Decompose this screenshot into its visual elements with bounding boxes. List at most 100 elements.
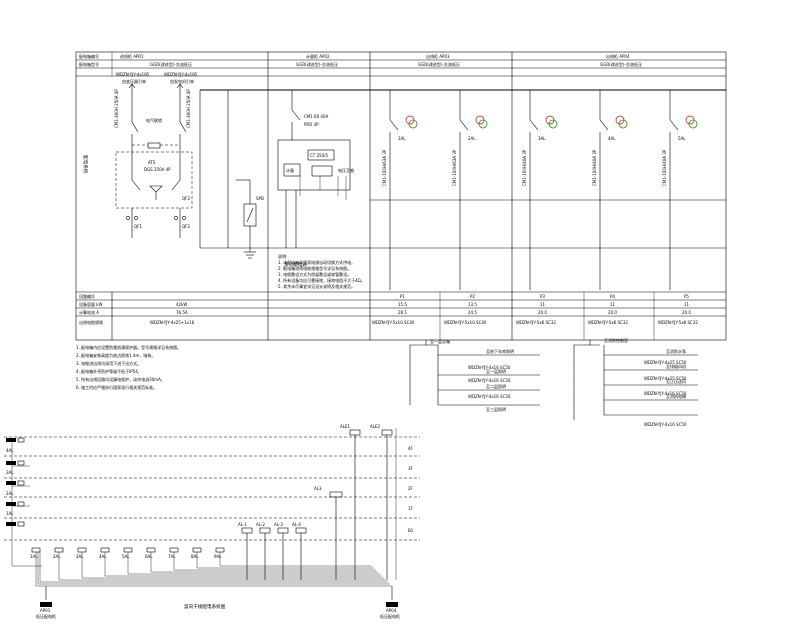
- feeder-rating: CM1-100H/63A 3P: [382, 149, 387, 186]
- lower-boxes: AL-1 AL-2 AL-3 AL-4: [238, 522, 307, 580]
- footnotes: 1. 配电箱内应设置防雷浪涌保护器，型号规格详见系统图。 2. 配电箱安装高度为…: [76, 344, 181, 390]
- source-left-box: [40, 602, 52, 607]
- row-label: 回路编号: [79, 293, 95, 299]
- feeder-rating: CM1-100H/40A 3P: [522, 149, 527, 186]
- footnote-line: 3. 电缆进出线均采用下进下出方式。: [76, 360, 141, 366]
- row-box-label: 1AL: [30, 554, 38, 559]
- bottom-schedule: 回路编号 设备容量 kW 计算电流 A 出线电缆规格 42kW 76.5A WD…: [76, 291, 726, 340]
- row-box-label: 2AL: [53, 554, 61, 559]
- footnote-line: 2. 配电箱安装高度为底边距地1.4m，暗装。: [76, 352, 155, 358]
- note-line: 3. 电缆敷设方式为桥架敷设或穿管敷设。: [278, 271, 351, 277]
- floor-label: B1: [408, 528, 414, 533]
- row-box-label: 9AL: [214, 554, 222, 559]
- row-box-label: 5AL: [122, 554, 130, 559]
- ats-tag: QF2: [182, 196, 190, 201]
- incoming-cable: WDZN-YJY-4x185: [116, 72, 150, 77]
- outgoing-feeders: 1AL CM1-100H/63A 3P 2AL CM1-100H/63A 3P …: [382, 90, 698, 290]
- source-right-label: 低压配电柜: [380, 613, 400, 619]
- tail-feed: 至地下车库照明: [486, 348, 514, 354]
- row-label: 出线电缆规格: [79, 319, 103, 325]
- tail-right: 至消防控制室 至消防水泵 WDZN-YJY-4x25 SC50 至排烟风机 WD…: [573, 337, 698, 427]
- cell-kw: 13.5: [468, 302, 477, 307]
- note-line: 1. 本配电箱采用双电源自动切换方式供电。: [278, 259, 355, 265]
- col-model: GGD(改进型)-交流低压: [296, 61, 338, 67]
- breaker-id: QF2: [182, 224, 190, 229]
- header-row-label: 配电箱型号: [79, 61, 99, 67]
- tail-feed: 至消防电梯: [666, 393, 686, 399]
- feeder-rating: CM1-100H/63A 3P: [452, 149, 457, 186]
- col-model: GGD(改进型)-交流低压: [418, 61, 460, 67]
- meter-box-sub: 计量: [286, 167, 294, 173]
- row-label: 设备容量 kW: [79, 301, 103, 307]
- cell-kw: 11: [610, 302, 616, 307]
- panel-notes: 说明: 1. 本配电箱采用双电源自动切换方式供电。 2. 配电箱进线电缆规格型号…: [278, 253, 365, 289]
- header-row-label: 配电箱编号: [79, 53, 99, 59]
- mid-box-label: AL3: [314, 486, 322, 491]
- floor-lines: [4, 428, 420, 580]
- incoming-cable: WDZN-YJY-4x185: [164, 72, 198, 77]
- row-box-label: 7AL: [168, 554, 176, 559]
- ats-label: ATS: [148, 160, 156, 165]
- riser-caption: 竖向干线配电系统图: [184, 603, 226, 610]
- floor-label: 3F: [408, 466, 414, 471]
- feeder-5: 5AL CM1-100H/40A 3P: [662, 90, 698, 290]
- tail-title: 至消防控制室: [604, 337, 628, 343]
- col-name: 出线柜 AP03: [426, 53, 450, 59]
- row-box-label: 4AL: [99, 554, 107, 559]
- cell-cable: WDZN-YJY-5x10 SC40: [372, 320, 415, 325]
- col-name: 进线柜 AP01: [120, 53, 144, 59]
- tail-cable: WDZN-YJY-4x25 SC50: [644, 376, 687, 381]
- tail-feed: 至二层照明: [486, 383, 506, 389]
- footnote-line: 6. 施工时应严格执行国家现行相关规范标准。: [76, 384, 157, 390]
- row-label: 计算电流 A: [79, 309, 99, 315]
- tail-cable: WDZN-YJY-4x16 SC50: [468, 394, 511, 399]
- col-model: GGD(改进型)-交流低压: [150, 61, 192, 67]
- cell-circuit: P5: [684, 294, 689, 299]
- cell-ia: 24.5: [468, 310, 477, 315]
- source-right-id: AP04: [386, 608, 397, 613]
- left-box-label: 1AL: [6, 511, 14, 516]
- note-line: 2. 配电箱进线电缆规格型号详见系统图。: [278, 265, 351, 271]
- footnote-line: 1. 配电箱内应设置防雷浪涌保护器，型号规格详见系统图。: [76, 344, 181, 350]
- meter-breaker-rating: CM1 60 40A: [304, 114, 329, 119]
- col-name: 计量柜 AP02: [306, 53, 330, 59]
- cell-circuit: P4: [610, 294, 615, 299]
- tail-feed: 至排烟风机: [666, 363, 686, 369]
- footnote-line: 5. 所有出线回路均设漏电保护，动作电流30mA。: [76, 376, 165, 382]
- cell-kw: 11: [540, 302, 546, 307]
- cell-ia: 20.0: [682, 310, 691, 315]
- note-line: 5. 其余未尽事宜详见设计说明及相关规范。: [278, 283, 355, 289]
- source-right-box: [386, 602, 398, 607]
- meter-box-title-main: 多功能电表: [284, 261, 307, 268]
- cell-ia: 76.5A: [176, 310, 188, 315]
- box-row: 1AL 2AL 3AL 4AL 5AL 6AL 7AL 8AL 9AL: [30, 547, 225, 559]
- feeder-2: 2AL CM1-100H/63A 3P: [452, 90, 488, 290]
- riser-diagram: 4F 3F 2F 1F B1 4AL 3AL 2AL 1AL ALE1 ALE2: [4, 424, 420, 619]
- col-model: GGD(改进型)-交流低压: [600, 61, 642, 67]
- left-box-label: 2AL: [6, 491, 14, 496]
- cell-cable: WDZN-YJY-5x6 SC32: [588, 320, 628, 325]
- feeder-3: 3AL CM1-100H/40A 3P: [522, 90, 558, 290]
- tail-feed: 至三层照明: [486, 406, 506, 412]
- tail-left: 至一层总箱 至地下车库照明 WDZN-YJY-4x16 SC50 至一层照明 W…: [409, 338, 540, 412]
- feeder-rating: CM1-100H/40A 3P: [592, 149, 597, 186]
- incoming-section: WDZN-YJY-4x185 由变压器引来 WDZN-YJY-4x185 由发电…: [114, 72, 198, 238]
- tail-feed: 至消防水泵: [666, 348, 686, 354]
- feeder-id: 3AL: [538, 136, 546, 141]
- ats-model: DGS 250A 4P: [144, 167, 171, 172]
- row-box-label: 3AL: [76, 554, 84, 559]
- spd-label: SPD: [256, 196, 264, 201]
- cell-circuit: P2: [470, 294, 475, 299]
- tail-cable: WDZN-YJY-4x16 SC50: [468, 365, 511, 370]
- left-box-label: 3AL: [6, 470, 14, 475]
- row-box-label: 6AL: [145, 554, 153, 559]
- col-name: 出线柜 AP04: [606, 53, 630, 59]
- meter-box-title: CT 250/5: [310, 153, 328, 158]
- lower-box-label: AL-1: [238, 522, 247, 527]
- spd-branch: SPD: [236, 179, 264, 259]
- lower-box-label: AL-2: [256, 522, 265, 527]
- footnote-line: 4. 配电箱外壳防护等级不低于IP54。: [76, 368, 142, 374]
- left-riser-boxes: 4AL 3AL 2AL 1AL: [6, 437, 25, 527]
- cell-cable: WDZN-YJY-5x10 SC40: [444, 320, 487, 325]
- breaker-rating: CM1-400H 250A 4P: [114, 89, 119, 128]
